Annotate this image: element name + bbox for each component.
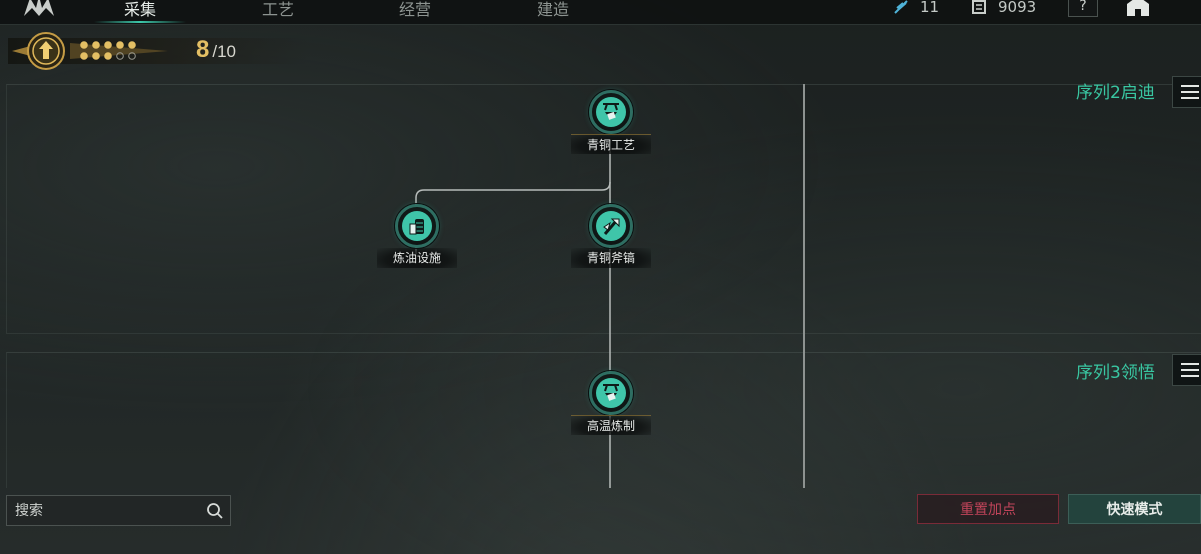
currency-resource: 9093 xyxy=(970,0,1036,18)
menu-icon[interactable] xyxy=(1172,354,1201,386)
skill-node-high-temp-smelting[interactable]: 高温炼制 xyxy=(571,371,651,441)
level-pip-filled xyxy=(80,41,88,49)
tab-business[interactable]: 经营 xyxy=(398,0,431,19)
barrel-icon xyxy=(409,219,424,235)
menu-icon[interactable] xyxy=(1172,76,1201,108)
home-icon[interactable] xyxy=(1125,0,1151,16)
stamina-resource: 11 xyxy=(892,0,939,18)
level-pip-filled xyxy=(128,41,136,49)
level-badge-icon xyxy=(12,32,168,70)
skill-node-label: 青铜工艺 xyxy=(571,134,651,154)
skill-node-bronze-craft[interactable]: 青铜工艺 xyxy=(571,90,651,160)
tab-gather[interactable]: 采集 xyxy=(123,0,156,19)
help-button[interactable]: ? xyxy=(1068,0,1098,17)
level-pip-filled xyxy=(80,52,88,60)
skill-node-label: 青铜斧镐 xyxy=(571,248,651,268)
points-current: 8 xyxy=(196,36,210,63)
search-box xyxy=(6,495,231,526)
skill-node-frame xyxy=(395,204,439,248)
bell-hammer-icon xyxy=(603,103,619,120)
search-input[interactable] xyxy=(15,500,195,522)
axe-icon xyxy=(603,218,620,235)
sequence-2-panel xyxy=(6,84,1201,334)
top-bar xyxy=(0,0,1201,25)
scroll-icon xyxy=(972,0,986,14)
bell-hammer-icon xyxy=(603,384,619,401)
skill-node-label: 高温炼制 xyxy=(571,415,651,435)
skill-node-frame xyxy=(589,90,633,134)
talent-points: 8 / 10 xyxy=(196,36,236,64)
skill-node-frame xyxy=(589,371,633,415)
points-max: 10 xyxy=(217,42,237,61)
level-pip-empty xyxy=(116,52,124,60)
level-pip-filled xyxy=(116,41,124,49)
level-pip-filled xyxy=(92,41,100,49)
level-pip-filled xyxy=(92,52,100,60)
active-tab-underline xyxy=(94,21,186,23)
skill-node-oil-facility[interactable]: 炼油设施 xyxy=(377,204,457,274)
reset-points-button[interactable]: 重置加点 xyxy=(917,494,1059,524)
sequence-3-panel xyxy=(6,352,1201,488)
level-pip-filled xyxy=(104,41,112,49)
currency-value: 9093 xyxy=(998,0,1037,16)
skill-node-label: 炼油设施 xyxy=(377,248,457,268)
column-divider xyxy=(803,84,805,488)
level-pip-filled xyxy=(104,52,112,60)
level-pips xyxy=(80,41,136,60)
level-pip-empty xyxy=(128,52,136,60)
feather-icon xyxy=(894,0,908,14)
tab-build[interactable]: 建造 xyxy=(536,0,569,19)
fast-mode-button[interactable]: 快速模式 xyxy=(1068,494,1201,524)
search-icon[interactable] xyxy=(206,502,224,520)
tab-craft[interactable]: 工艺 xyxy=(261,0,294,19)
skill-node-frame xyxy=(589,204,633,248)
skill-node-bronze-axe[interactable]: 青铜斧镐 xyxy=(571,204,651,274)
game-logo-icon[interactable] xyxy=(22,0,56,18)
talent-level-bar xyxy=(8,30,308,72)
points-separator: / xyxy=(212,42,218,61)
section-title-seq3: 序列3领悟 xyxy=(1076,363,1155,383)
stamina-value: 11 xyxy=(920,0,940,16)
section-title-seq2: 序列2启迪 xyxy=(1076,83,1155,103)
